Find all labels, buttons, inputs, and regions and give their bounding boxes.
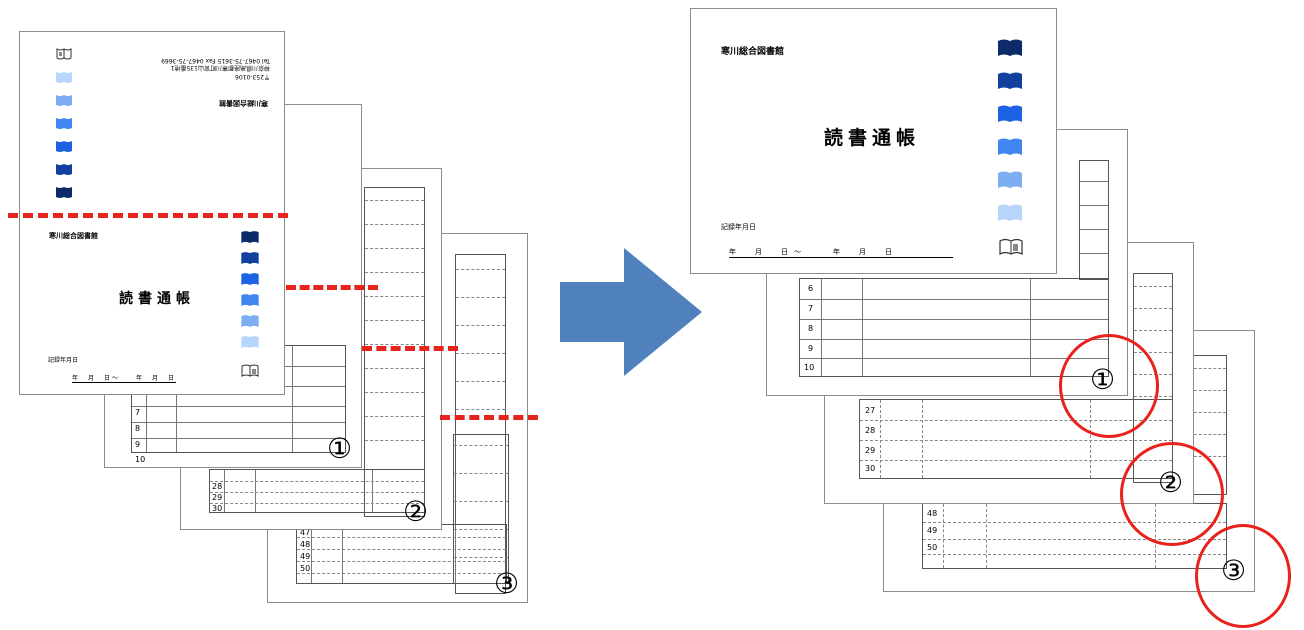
highlight-circle-page-1 [1059,334,1159,438]
book-icon [998,105,1022,122]
cover-date-line: 年 月 日～ 年 月 日 [72,375,177,383]
cover-date-line: 年 月 日～ 年 月 日 [729,247,953,258]
cut-line-page-2 [362,346,458,351]
cover-front-half: 寒川総合図書館 読書通帳 記録年月日 年 月 日～ 年 月 日 [20,216,286,396]
row-number: 9 [135,440,141,449]
cover-phone-fax: Tel 0467-75-3615 Fax 0467-75-3669 [161,57,270,64]
row-number: 28 [212,482,223,491]
reading-book-icon [241,364,259,377]
cover-library-name-flipped: 寒川総合図書館 [219,99,268,107]
book-icon [998,72,1022,89]
book-icon [56,187,72,198]
left-sheet-3-lower-table: 47 48 49 50 [296,524,507,584]
book-icon [241,252,259,264]
book-icon [56,164,72,175]
marker-page-2: ② [403,495,429,528]
book-icon [56,141,72,152]
right-sheet-1-upper-table [1079,160,1109,280]
book-icon [241,336,259,348]
row-number: 29 [212,493,223,502]
row-number: 8 [808,324,814,333]
cover-library-name: 寒川総合図書館 [49,232,98,240]
reading-book-icon [56,48,72,60]
row-number: 50 [927,543,938,552]
row-number: 49 [927,526,938,535]
reading-book-icon [999,238,1023,256]
row-number: 48 [300,540,311,549]
book-icon [998,39,1022,56]
row-number: 30 [865,464,876,473]
cover-postal: 〒253-0106 [235,73,270,80]
cut-line-cover [8,213,288,218]
cover-back-half: Tel 0467-75-3615 Fax 0467-75-3669 神奈川県高座… [20,32,286,216]
book-icon [998,204,1022,221]
cover-title: 読書通帳 [119,291,195,307]
cover-record-label: 記録年月日 [48,357,79,364]
row-number: 10 [135,455,146,464]
cut-line-page-1 [286,285,378,290]
row-number: 48 [927,509,938,518]
book-icon [241,294,259,306]
row-number: 28 [865,426,876,435]
book-icon [998,171,1022,188]
book-icon [241,315,259,327]
row-number: 7 [135,408,141,417]
right-cover: 寒川総合図書館 読書通帳 記録年月日 年 月 日～ 年 月 日 [690,8,1057,274]
left-sheet-3-table [455,254,506,594]
book-icon [998,138,1022,155]
marker-page-3: ③ [1221,554,1247,587]
row-number: 50 [300,564,311,573]
cover-library-name: 寒川総合図書館 [721,47,785,57]
cut-line-page-3 [440,415,538,420]
row-number: 49 [300,552,311,561]
cover-record-label: 記録年月日 [721,223,756,231]
marker-page-2: ② [1158,466,1184,499]
highlight-circle-page-3 [1195,524,1291,628]
book-icon [241,231,259,243]
cover-address: 神奈川県高座郡寒川町宮山135番地1 [170,64,270,71]
row-number: 9 [808,344,814,353]
right-arrow-icon [560,248,702,376]
row-number: 7 [808,304,814,313]
right-sheet-1-table: 6 7 8 9 10 [799,278,1109,377]
marker-page-3: ③ [494,567,520,600]
left-sheet-2-table [364,187,425,517]
row-number: 30 [212,504,223,513]
marker-page-1: ① [327,432,353,465]
left-sheet-2-lower-table: 28 29 30 [209,469,425,513]
row-number: 47 [300,528,311,537]
row-number: 29 [865,446,876,455]
book-icon [56,118,72,129]
right-sheet-2-table: 27 28 29 30 [859,399,1173,479]
row-number: 27 [865,406,876,415]
marker-page-1: ① [1090,363,1116,396]
row-number: 10 [804,363,815,372]
book-icon [56,72,72,83]
book-icon [56,95,72,106]
book-icon [241,273,259,285]
highlight-circle-page-2 [1120,442,1224,546]
row-number: 8 [135,424,141,433]
row-number: 6 [808,284,814,293]
cover-title: 読書通帳 [824,127,921,149]
